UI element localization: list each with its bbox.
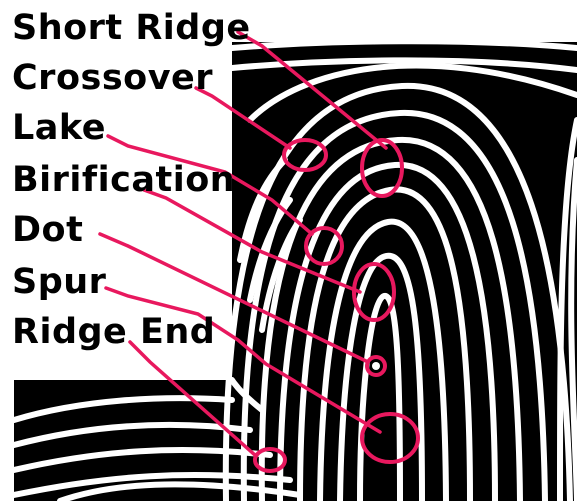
label-lake: Lake xyxy=(12,108,106,148)
label-crossover: Crossover xyxy=(12,58,213,98)
label-ridge-end: Ridge End xyxy=(12,312,215,352)
label-bifurcation: Birification xyxy=(12,160,235,200)
label-spur: Spur xyxy=(12,262,106,302)
label-dot: Dot xyxy=(12,210,83,250)
label-short-ridge: Short Ridge xyxy=(12,8,251,48)
